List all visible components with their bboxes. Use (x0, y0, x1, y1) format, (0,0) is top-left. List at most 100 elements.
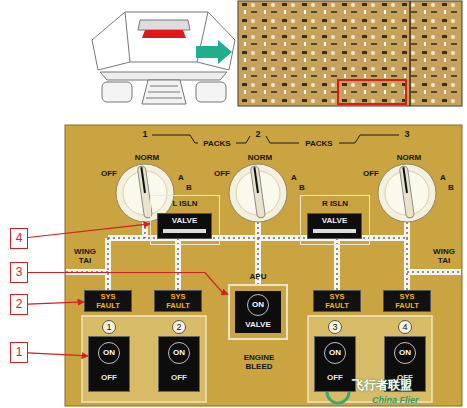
panel-label: ON (168, 342, 190, 364)
panel-label: ON (247, 294, 269, 316)
isolation-valve: VALVE L ISLN (150, 195, 220, 245)
panel-label: 4 (11, 229, 27, 247)
panel-label: VALVE (308, 216, 361, 225)
callout-number: 4 (10, 228, 28, 249)
fault-light: SYS FAULT (154, 290, 202, 312)
panel-label: 2 (11, 295, 27, 313)
pointer-line (141, 167, 145, 193)
panel-label: PACKS (198, 139, 236, 148)
panel-label: 2 (172, 320, 186, 334)
panel-label: 1 (11, 343, 27, 361)
leader-line (28, 224, 150, 238)
window-frame (92, 12, 235, 70)
panel-label: 1 (102, 320, 116, 334)
panel-label: A (437, 173, 449, 182)
callout-number: 3 (10, 262, 28, 283)
overhead-texture (240, 3, 460, 104)
callout-number: 2 (10, 294, 28, 315)
panel-label: A (175, 173, 187, 182)
panel-label: OFF (89, 373, 129, 382)
knob-art (212, 153, 308, 225)
knob-art (361, 153, 457, 225)
panel-label: WING TAI (70, 247, 100, 265)
panel-label: OFF (361, 169, 381, 178)
valve-indicator: VALVE (307, 213, 362, 239)
switch-area (82, 316, 206, 402)
pointer-arrow (196, 40, 232, 64)
panel-label: PACKS (300, 139, 338, 148)
bleed-duct (66, 222, 461, 290)
panel-label: ENGINE BLEED (236, 353, 282, 371)
switch-body: ON OFF (88, 336, 130, 392)
callout-number: 1 (10, 342, 28, 363)
left-seat (102, 82, 132, 102)
panel-label: OFF (99, 169, 119, 178)
panel-label: VALVE (158, 216, 211, 225)
panel-label: B (296, 183, 308, 192)
knob-pointer (399, 166, 414, 219)
panel-label: SYS FAULT (392, 292, 422, 310)
panel-label: ON (394, 342, 416, 364)
duct-hatching (66, 222, 461, 290)
panel-label: NORM (240, 153, 280, 162)
panel-label: SYS FAULT (322, 292, 352, 310)
overhead-outline (138, 20, 190, 30)
pointer-line (403, 167, 407, 193)
panel-label: SYS FAULT (93, 292, 123, 310)
panel-label: 1 (139, 129, 151, 139)
pack-selector: NORM OFF AB (212, 153, 308, 225)
panel-label: APU (228, 272, 288, 282)
pedestal-slats (146, 86, 182, 98)
center-pedestal (142, 80, 186, 104)
panel-label: ON (98, 342, 120, 364)
engine-bleed-switch: ON OFF 2 (158, 320, 200, 394)
valve-bar (313, 229, 356, 233)
apu-switch-frame: ON VALVE (228, 284, 288, 340)
panel-label: L ISLN (151, 199, 219, 208)
apu-valve-switch: ON VALVE APU (228, 272, 288, 340)
selector-knob (229, 164, 287, 222)
valve-indicator: VALVE (157, 213, 212, 239)
panel-label: 3 (11, 263, 27, 281)
zoom-frame (338, 80, 406, 104)
panel-label: SYS FAULT (163, 292, 193, 310)
panel-label: VALVE (235, 320, 281, 329)
panel-label: 4 (398, 320, 412, 334)
bleed-panel (65, 125, 462, 406)
leader-line (28, 302, 84, 304)
overhead-panel (238, 1, 462, 106)
isolation-valve: VALVE R ISLN (300, 195, 370, 245)
glareshield (100, 72, 227, 80)
panel-label: R ISLN (301, 199, 369, 208)
watermark: 飞行者联盟 (352, 379, 452, 392)
fault-light: SYS FAULT (313, 290, 361, 312)
knob-bar (399, 166, 414, 219)
right-seat (196, 82, 226, 102)
cockpit-sketch (92, 12, 235, 104)
panel-divider (409, 1, 411, 106)
panel-label: 2 (252, 129, 264, 139)
pointer-line (254, 167, 258, 193)
switch-body: ONOFF (314, 336, 356, 392)
panel-label: OFF (159, 373, 199, 382)
leader-line (28, 353, 88, 356)
knob-bar (250, 166, 265, 219)
panel-label: B (183, 183, 195, 192)
panel-label: OFF (212, 169, 232, 178)
packs-bracket (152, 135, 399, 143)
watermark: China Flier (372, 395, 458, 405)
apu-indicator: ON VALVE (235, 291, 281, 333)
fault-light: SYS FAULT (84, 290, 132, 312)
valve-bar (163, 229, 206, 233)
windshield-frame (92, 12, 235, 40)
overhead-highlight (142, 30, 186, 38)
selector-knob (378, 164, 436, 222)
fault-light: SYS FAULT (383, 290, 431, 312)
panel-label: B (445, 183, 457, 192)
panel-label: OFF (315, 373, 355, 382)
switch-body: ON OFF (158, 336, 200, 392)
knob-pointer (250, 166, 265, 219)
engine-bleed-switch: ON OFF 1 (88, 320, 130, 394)
panel-label: A (288, 173, 300, 182)
